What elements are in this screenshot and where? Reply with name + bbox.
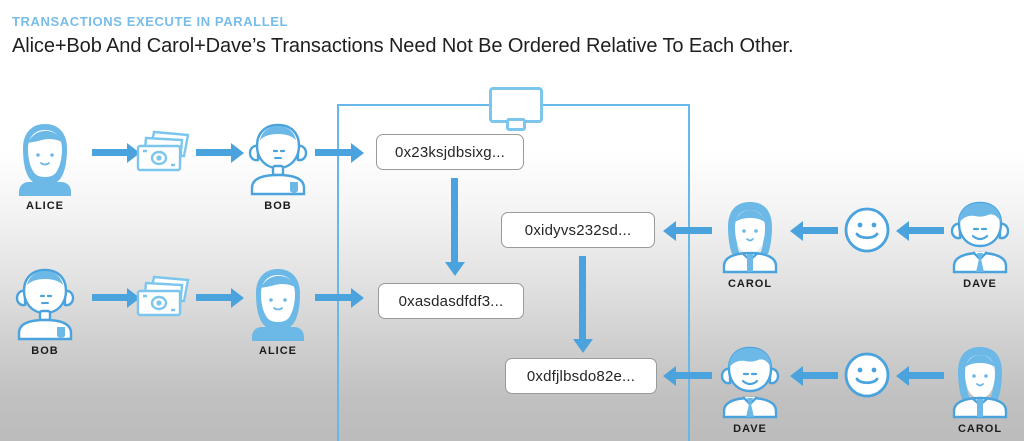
arrow-left-icon [663,221,713,241]
arrow-right-icon [92,288,140,308]
arrow-head [896,366,909,386]
arrow-head [351,288,364,308]
transaction-box[interactable]: 0xasdasdfdf3... [378,283,524,319]
arrow-head [445,262,465,276]
monitor-icon [489,87,543,131]
money-icon [130,126,196,178]
transaction-box[interactable]: 0x23ksjdbsixg... [376,134,524,170]
ledger-arrow-down-tx1-tx3 [445,178,465,276]
person-alice-row2: ALICE [236,265,320,357]
arrow-left-icon [896,221,944,241]
person-alice-row1: ALICE [3,120,87,212]
person-dave-row2: DAVE [708,343,792,435]
transaction-box[interactable]: 0xdfjlbsdo82e... [505,358,657,394]
arrow-shaft [196,294,232,301]
money-icon [130,271,196,323]
arrow-left-icon [790,366,838,386]
arrow-head [127,143,140,163]
arrow-right-icon [315,143,365,163]
transaction-box[interactable]: 0xidyvs232sd... [501,212,655,248]
arrow-left-icon [896,366,944,386]
arrow-right-icon [196,143,244,163]
arrow-head [790,221,803,241]
arrow-right-icon [315,288,365,308]
arrow-head [351,143,364,163]
carol-avatar-icon [938,343,1022,419]
arrow-shaft [315,149,352,156]
arrow-shaft [908,372,944,379]
arrow-head [127,288,140,308]
person-label: BOB [31,345,59,357]
arrow-left-icon [663,366,713,386]
arrow-head [663,366,676,386]
arrow-head [231,143,244,163]
person-bob-row2: BOB [3,265,87,357]
arrow-shaft [802,227,838,234]
slide-headline: Alice+Bob And Carol+Dave’s Transactions … [12,35,794,57]
smiley-icon [843,351,891,399]
dave-avatar-icon [938,198,1022,274]
person-label: CAROL [957,423,1003,435]
arrow-right-icon [92,143,140,163]
arrow-shaft [802,372,838,379]
monitor-stand [506,118,526,131]
arrow-shaft [315,294,352,301]
arrow-shaft [196,149,232,156]
alice-avatar-icon [236,265,320,341]
person-label: CAROL [727,278,773,290]
arrow-head [573,339,593,353]
person-label: DAVE [963,278,997,290]
arrow-shaft [579,256,586,341]
dave-avatar-icon [708,343,792,419]
person-dave-row1: DAVE [938,198,1022,290]
person-label: BOB [264,200,292,212]
arrow-shaft [92,149,128,156]
person-label: ALICE [26,200,64,212]
person-label: ALICE [259,345,297,357]
arrow-head [896,221,909,241]
person-carol-row1: CAROL [708,198,792,290]
carol-avatar-icon [708,198,792,274]
monitor-screen [489,87,543,123]
arrow-shaft [675,372,712,379]
arrow-shaft [92,294,128,301]
ledger-arrow-down-tx2-tx4 [573,256,593,353]
bob-avatar-icon [3,265,87,341]
arrow-head [790,366,803,386]
bob-avatar-icon [236,120,320,196]
arrow-shaft [675,227,712,234]
arrow-shaft [908,227,944,234]
smiley-icon [843,206,891,254]
arrow-left-icon [790,221,838,241]
arrow-head [231,288,244,308]
arrow-right-icon [196,288,244,308]
alice-avatar-icon [3,120,87,196]
arrow-head [663,221,676,241]
person-carol-row2: CAROL [938,343,1022,435]
arrow-shaft [451,178,458,264]
person-label: DAVE [733,423,767,435]
slide-kicker: TRANSACTIONS EXECUTE IN PARALLEL [12,14,289,29]
person-bob-row1: BOB [236,120,320,212]
